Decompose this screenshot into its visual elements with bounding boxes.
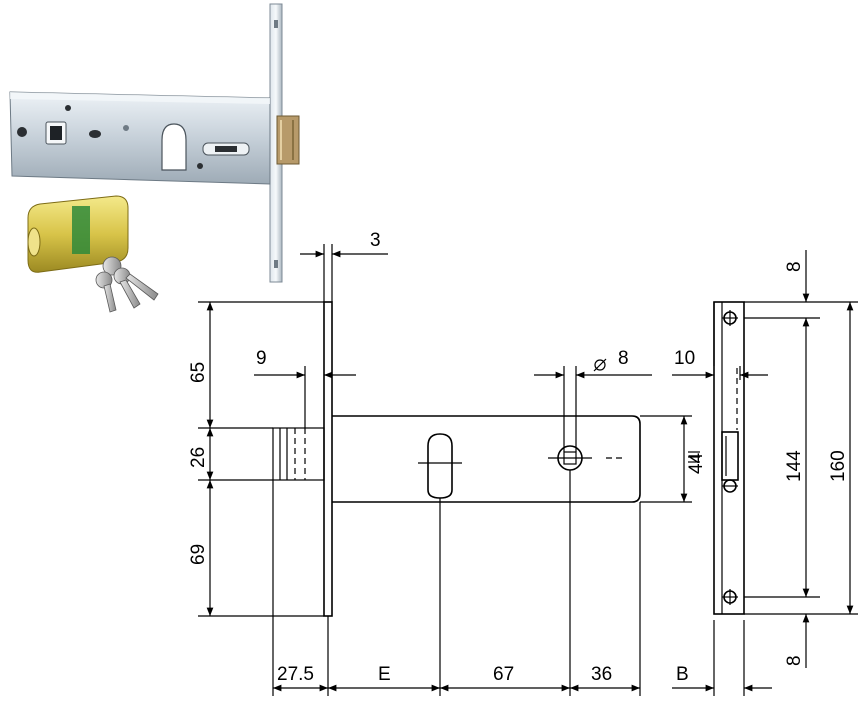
- dim-upper-height: 65: [188, 362, 209, 383]
- dim-hole-diameter: 8: [618, 348, 629, 369]
- dim-center-distance: 67: [493, 664, 514, 685]
- dim-bottom-hole-offset: 8: [784, 655, 805, 666]
- dim-lower-height: 69: [188, 544, 209, 565]
- dim-hole-spacing: 144: [784, 450, 805, 482]
- dim-strike-offset: 10: [674, 348, 695, 369]
- dim-plate-height: 160: [828, 450, 849, 482]
- dimension-labels: 3 9 8 10 65 26 69 44 8 144 160 8 27.5 E …: [188, 230, 849, 685]
- dim-top-hole-offset: 8: [784, 261, 805, 272]
- dim-strike-width: B: [676, 664, 689, 685]
- dim-end-distance: 36: [591, 664, 612, 685]
- dimension-lines: [198, 244, 858, 696]
- front-view-drawing: [272, 301, 641, 617]
- dim-case-height: 44: [686, 452, 707, 474]
- dim-bottom-offset: 27.5: [277, 664, 314, 685]
- mortise-lock-illustration: [9, 3, 300, 283]
- strike-plate-drawing: [713, 301, 745, 615]
- dim-bolt-offset: 9: [256, 348, 267, 369]
- cylinder-with-keys-illustration: [27, 195, 159, 313]
- dim-top-thickness: 3: [370, 230, 381, 251]
- dim-backset: E: [378, 664, 391, 685]
- dim-bolt-height: 26: [188, 447, 209, 468]
